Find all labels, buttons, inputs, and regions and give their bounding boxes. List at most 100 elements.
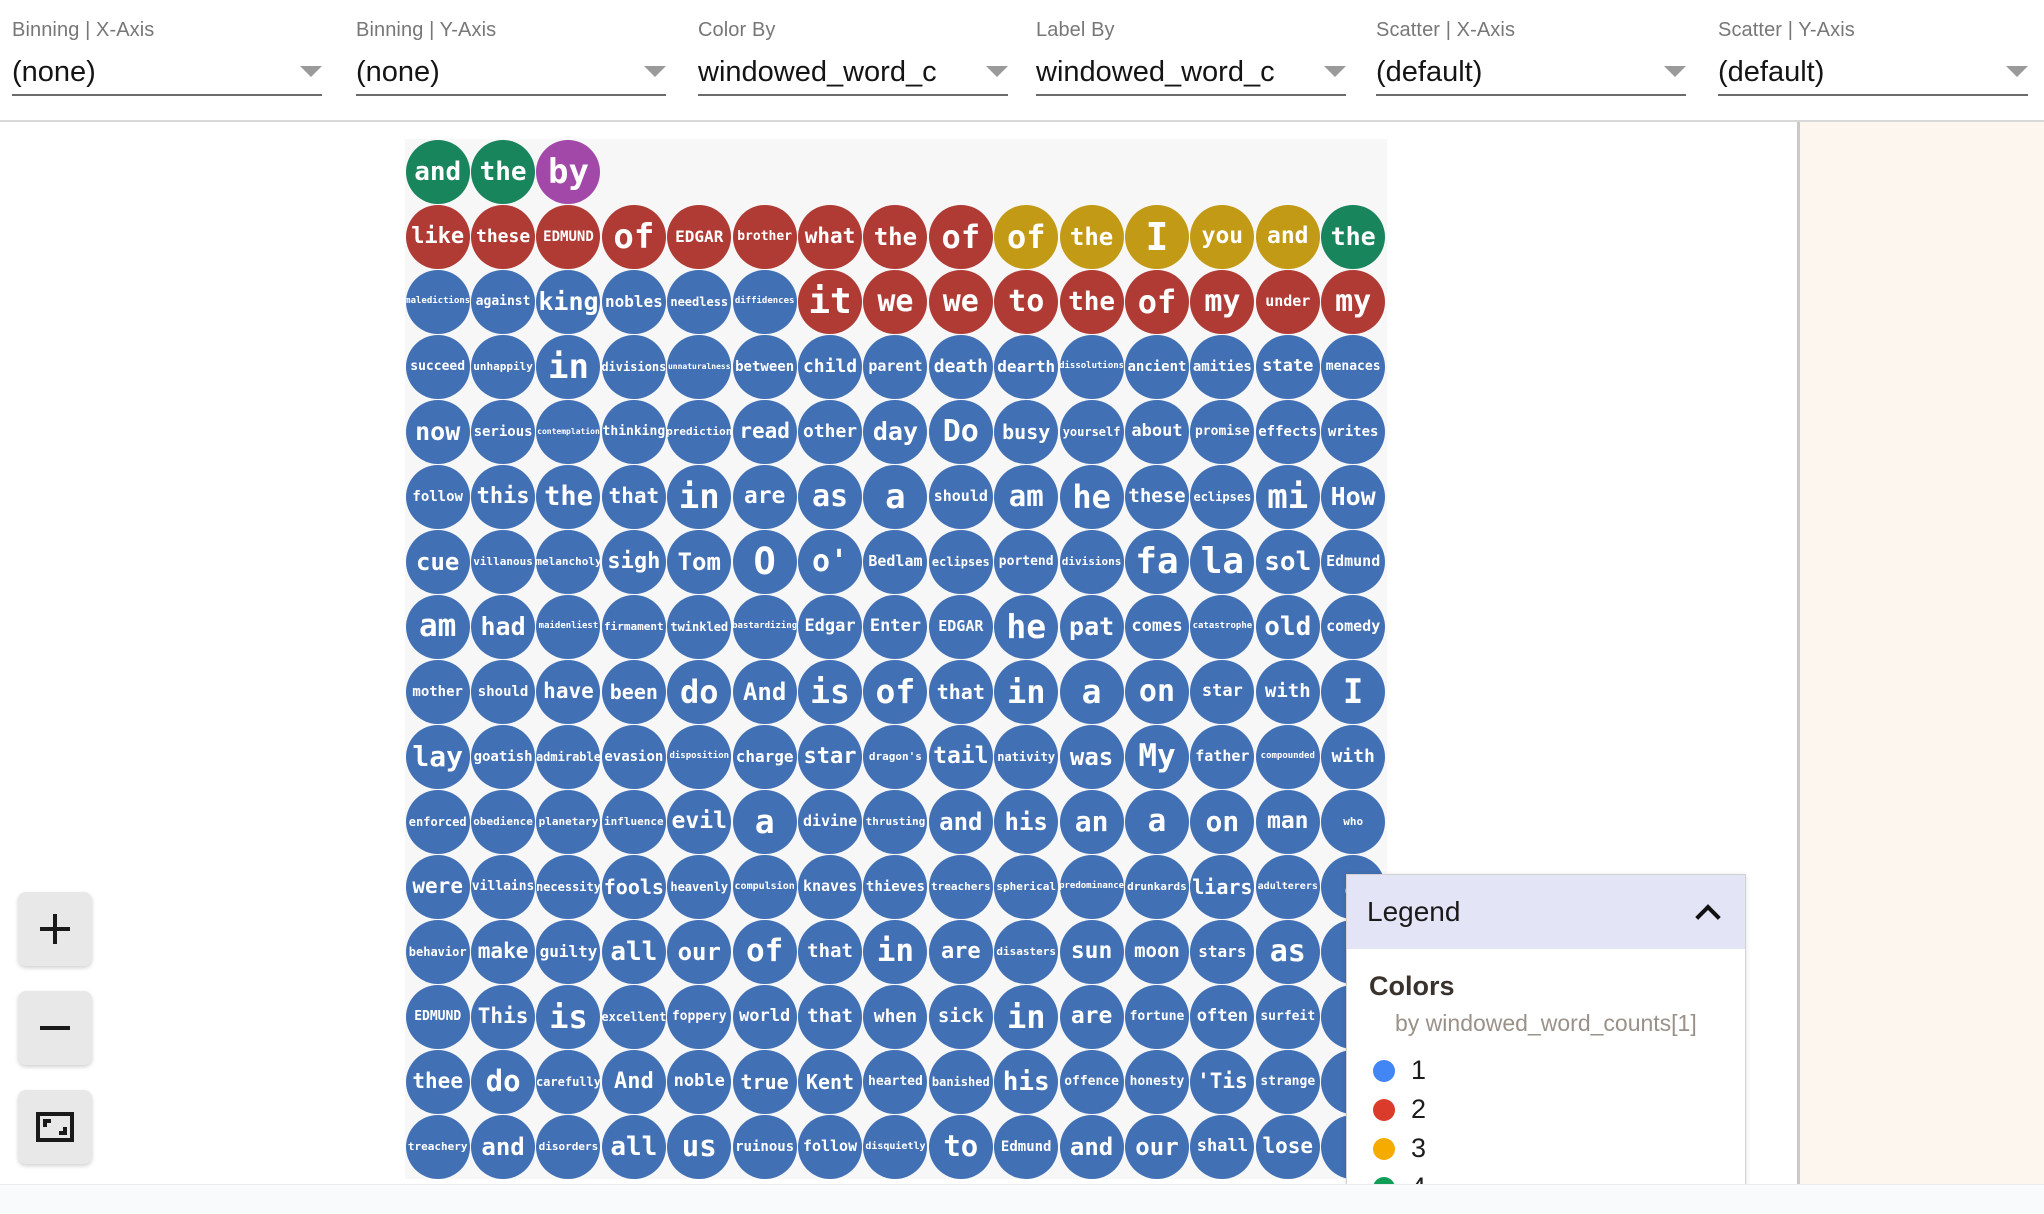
bubble-point[interactable]: effects [1255, 399, 1320, 464]
bubble-point[interactable]: O [732, 529, 797, 594]
bubble-point[interactable]: la [1190, 529, 1255, 594]
bubble-point[interactable]: mother [405, 659, 470, 724]
bubble-point[interactable]: yourself [1059, 399, 1124, 464]
bubble-point[interactable]: compulsion [732, 854, 797, 919]
bubble-point[interactable]: behavior [405, 919, 470, 984]
bubble-point[interactable]: excellent [601, 984, 666, 1049]
bubble-point[interactable]: as [1255, 919, 1320, 984]
bubble-point[interactable]: maidenliest [536, 594, 601, 659]
bubble-point[interactable]: compounded [1255, 724, 1320, 789]
zoom-in-button[interactable] [18, 892, 92, 966]
control-select[interactable]: windowed_word_c [698, 54, 1008, 96]
bubble-point[interactable]: busy [994, 399, 1059, 464]
chevron-down-icon[interactable] [986, 65, 1008, 77]
bubble-point[interactable]: old [1255, 594, 1320, 659]
bubble-point[interactable]: his [994, 789, 1059, 854]
bubble-point[interactable]: cue [405, 529, 470, 594]
bubble-point[interactable]: were [405, 854, 470, 919]
bubble-point[interactable]: Tom [667, 529, 732, 594]
bubble-point[interactable]: read [732, 399, 797, 464]
bubble-point[interactable]: my [1321, 269, 1386, 334]
bubble-point[interactable]: Edmund [994, 1114, 1059, 1179]
bubble-point[interactable]: serious [471, 399, 536, 464]
bubble-point[interactable]: Edgar [798, 594, 863, 659]
bubble-point[interactable]: EDGAR [667, 204, 732, 269]
bubble-point[interactable]: ruinous [732, 1114, 797, 1179]
chevron-down-icon[interactable] [1324, 65, 1346, 77]
bubble-point[interactable]: noble [667, 1049, 732, 1114]
bubble-point[interactable]: divine [798, 789, 863, 854]
bubble-point[interactable]: nativity [994, 724, 1059, 789]
bubble-point[interactable]: the [1059, 204, 1124, 269]
bubble-point[interactable]: and [928, 789, 993, 854]
bubble-point[interactable]: My [1124, 724, 1189, 789]
bubble-point[interactable]: fortune [1124, 984, 1189, 1049]
bubble-point[interactable]: this [471, 464, 536, 529]
bubble-point[interactable]: the [1321, 204, 1386, 269]
bubble-point[interactable]: is [798, 659, 863, 724]
bubble-point[interactable]: predominance [1059, 854, 1124, 919]
bubble-point[interactable]: I [1124, 204, 1189, 269]
bubble-point[interactable]: disorders [536, 1114, 601, 1179]
bubble-point[interactable]: follow [405, 464, 470, 529]
bubble-point[interactable]: knaves [798, 854, 863, 919]
bubble-point[interactable]: was [1059, 724, 1124, 789]
bubble-point[interactable]: other [798, 399, 863, 464]
bubble-point[interactable]: contemplation [536, 399, 601, 464]
bubble-point[interactable]: all [601, 1114, 666, 1179]
bubble-point[interactable]: of [732, 919, 797, 984]
legend-item[interactable]: 2 [1347, 1090, 1745, 1129]
bubble-point[interactable]: sigh [601, 529, 666, 594]
bubble-point[interactable]: you [1190, 204, 1255, 269]
bubble-point[interactable]: the [863, 204, 928, 269]
bubble-point[interactable]: ancient [1124, 334, 1189, 399]
bubble-point[interactable]: with [1255, 659, 1320, 724]
bubble-point[interactable]: us [667, 1114, 732, 1179]
bubble-point[interactable]: pat [1059, 594, 1124, 659]
chevron-down-icon[interactable] [1664, 65, 1686, 77]
bubble-point[interactable]: these [471, 204, 536, 269]
bubble-point[interactable]: twinkled [667, 594, 732, 659]
bubble-point[interactable]: are [1059, 984, 1124, 1049]
bubble-point[interactable]: maledictions [405, 269, 470, 334]
bubble-point[interactable]: moon [1124, 919, 1189, 984]
bubble-point[interactable]: had [471, 594, 536, 659]
legend-item[interactable]: 4 [1347, 1168, 1745, 1184]
bubble-point[interactable]: a [863, 464, 928, 529]
bubble-point[interactable]: dissolutions [1059, 334, 1124, 399]
bubble-point[interactable]: that [798, 984, 863, 1049]
bubble-point[interactable]: these [1124, 464, 1189, 529]
bubble-point[interactable]: it [798, 269, 863, 334]
bubble-point[interactable]: brother [732, 204, 797, 269]
zoom-out-button[interactable] [18, 991, 92, 1065]
bubble-point[interactable]: Enter [863, 594, 928, 659]
bubble-point[interactable]: and [1059, 1114, 1124, 1179]
bubble-point[interactable]: on [1190, 789, 1255, 854]
bubble-point[interactable]: king [536, 269, 601, 334]
bubble-point[interactable]: And [601, 1049, 666, 1114]
bubble-point[interactable]: our [1124, 1114, 1189, 1179]
bubble-point[interactable]: succeed [405, 334, 470, 399]
bubble-point[interactable]: our [667, 919, 732, 984]
bubble-point[interactable]: eclipses [928, 529, 993, 594]
bubble-point[interactable]: that [601, 464, 666, 529]
bubble-point[interactable]: guilty [536, 919, 601, 984]
bubble-point[interactable]: diffidences [732, 269, 797, 334]
bubble-point[interactable]: child [798, 334, 863, 399]
bubble-point[interactable]: nobles [601, 269, 666, 334]
bubble-point[interactable]: fa [1124, 529, 1189, 594]
control-select[interactable]: (none) [12, 54, 322, 96]
bubble-point[interactable]: lose [1255, 1114, 1320, 1179]
bubble-point[interactable]: about [1124, 399, 1189, 464]
bubble-point[interactable]: treachery [405, 1114, 470, 1179]
bubble-point[interactable]: man [1255, 789, 1320, 854]
bubble-point[interactable]: enforced [405, 789, 470, 854]
bubble-point[interactable]: tail [928, 724, 993, 789]
bubble-point[interactable]: melancholy [536, 529, 601, 594]
bubble-point[interactable]: often [1190, 984, 1255, 1049]
bubble-point[interactable]: thrusting [863, 789, 928, 854]
bubble-point[interactable]: as [798, 464, 863, 529]
bubble-point[interactable]: strange [1255, 1049, 1320, 1114]
bubble-point[interactable]: treachers [928, 854, 993, 919]
bubble-point[interactable]: is [536, 984, 601, 1049]
